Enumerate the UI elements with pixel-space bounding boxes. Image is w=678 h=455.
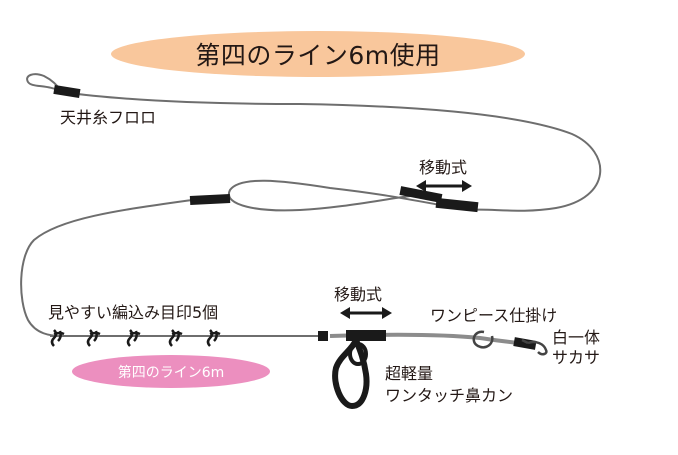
descending-line [20,199,193,337]
marker-3 [126,329,141,347]
marker-1 [50,329,65,347]
sakasa-hook-icon [521,338,548,356]
upper-movable-knot-a [399,186,443,203]
lower-arrow-icon [340,307,392,319]
marker-5 [206,329,221,347]
one-piece-label: ワンピース仕掛け [430,306,558,325]
lower-movable-knot-a [318,331,328,341]
top-loop [26,73,63,93]
clip-label-line1: 超軽量 [385,364,434,383]
lower-movable-knot-b [346,330,386,341]
hook-label-line2: サカサ [552,348,601,367]
upper-left-knot [189,193,231,206]
marker-2 [86,329,101,347]
upper-arrow-icon [416,180,472,192]
clip-label-line2: ワンタッチ鼻カン [385,386,514,405]
marker-4 [168,329,183,347]
title-banner: 第四のライン6m使用 [111,31,525,77]
line-badge-label: 第四のライン6m [117,364,225,381]
main-line [61,91,602,212]
nose-clip-icon [332,331,370,410]
markers-label: 見やすい編込み目印5個 [48,303,219,322]
movable-upper-label: 移動式 [419,158,468,177]
top-knot [53,85,81,98]
line-badge: 第四のライン6m [72,355,270,388]
page-title: 第四のライン6m使用 [195,41,441,70]
marker-braids [50,329,221,347]
movable-lower-label: 移動式 [334,285,383,304]
upper-loop [227,179,471,212]
hook-label-line1: 白一体 [552,328,601,347]
top-line-label: 天井糸フロロ [60,108,157,127]
upper-movable-knot-b [435,197,479,213]
one-piece-hook-icon [472,330,494,349]
hook-knot [513,337,537,350]
